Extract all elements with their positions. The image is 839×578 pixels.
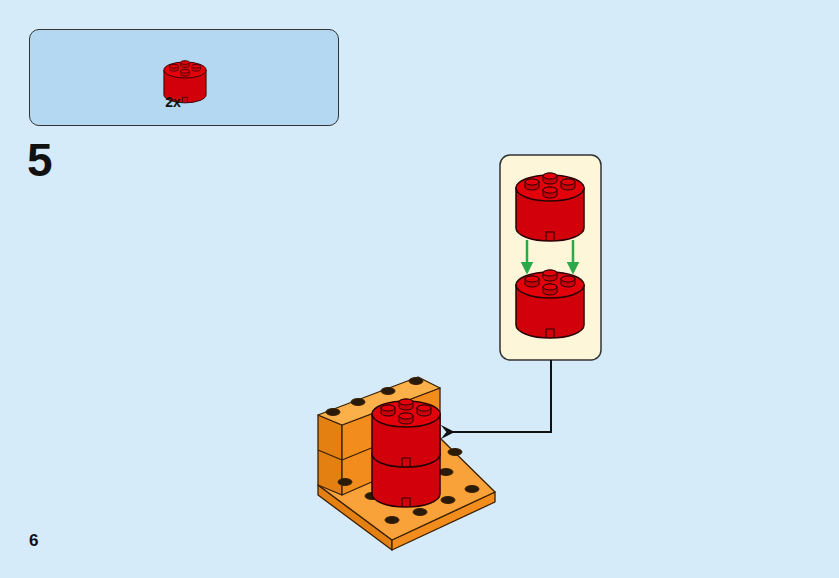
page-number: 6 <box>29 532 38 549</box>
callout-box <box>500 155 601 360</box>
part-count: 2x <box>160 94 186 110</box>
studs <box>326 378 479 524</box>
placement-arrow <box>452 360 551 432</box>
step-number: 5 <box>27 137 53 183</box>
orange-base <box>318 377 495 550</box>
parts-box: 2x <box>29 29 339 126</box>
part-image <box>29 29 339 126</box>
